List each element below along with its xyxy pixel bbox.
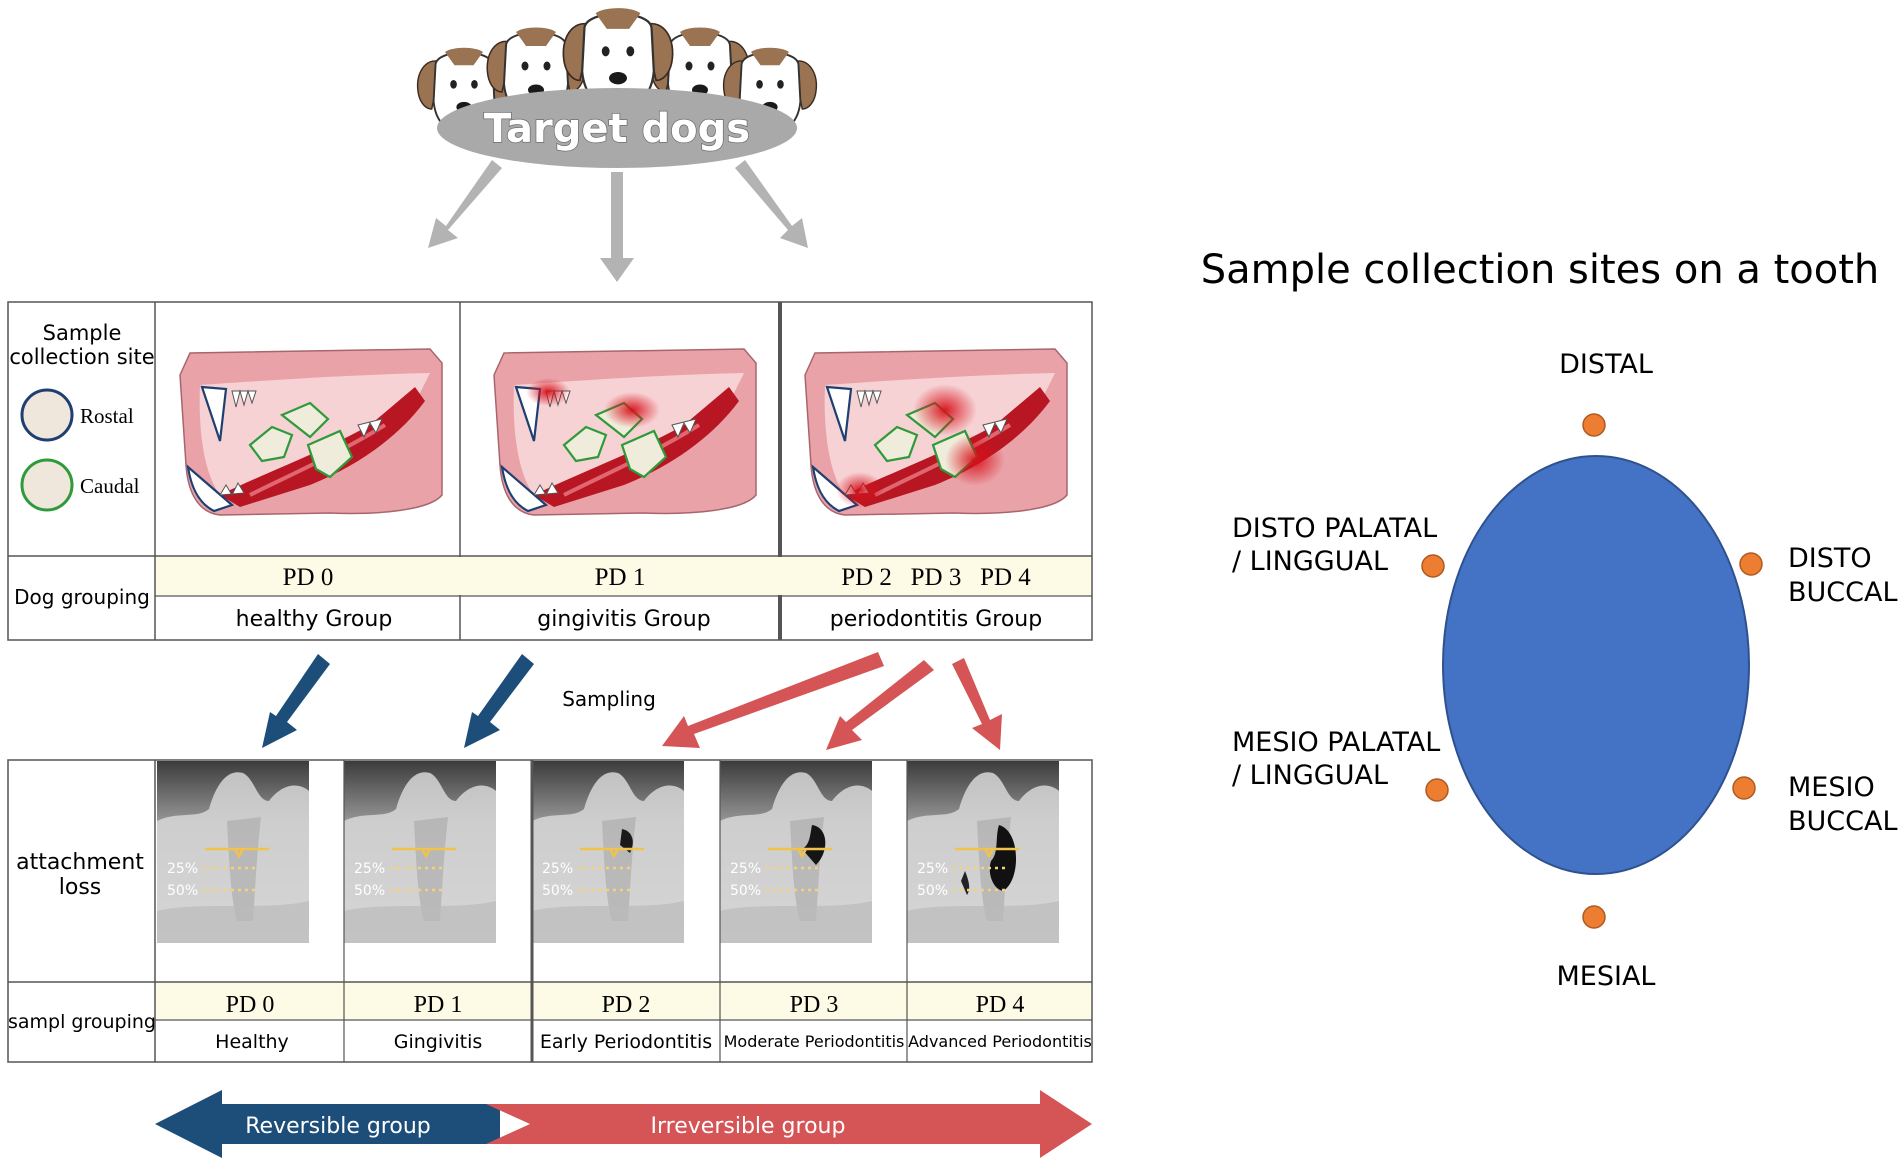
gum-line-marker [205,847,269,859]
irreversible-label: Irreversible group [651,1114,846,1139]
arrow-red-icon [826,660,934,750]
percent-label: 25% [167,861,198,877]
sampling-label: Sampling [562,687,656,711]
percent-label: 25% [542,861,573,877]
site-dot-mesio-buccal [1732,776,1756,800]
pd-label: PD 3 [790,992,839,1018]
target-dogs-cluster: Target dogs [416,7,818,168]
sample-grouping-header: sampl grouping [8,1011,156,1033]
pd-label: PD 4 [976,992,1025,1018]
reversible-label: Reversible group [245,1114,431,1139]
reversible-arrow [155,1090,500,1158]
sample-group-label: Healthy [215,1031,289,1053]
site-label-disto-palatal: DISTO PALATAL / LINGGUAL [1232,513,1446,577]
tooth-diagram: Sample collection sites on a tooth DISTA… [1201,247,1898,992]
site-label-mesio-palatal: MESIO PALATAL / LINGGUAL [1232,727,1449,791]
arrow-down-icon [600,172,634,282]
tooth-oval [1442,455,1750,875]
group-label: periodontitis Group [830,607,1042,632]
reversibility-arrow: Reversible group Irreversible group [155,1090,1092,1158]
percent-label: 25% [730,861,761,877]
target-ellipse [437,88,797,168]
arrow-blue-icon [262,654,330,748]
site-dot-mesio-palatal [1425,778,1449,802]
pd-label: PD 0 [226,992,275,1018]
irreversible-arrow [486,1090,1092,1158]
sampling-arrows: Sampling [262,652,1002,750]
arrow-red-icon [662,652,884,748]
xray-panel [344,761,496,943]
gum-line-marker [580,847,644,859]
percent-label: 50% [542,883,573,899]
pd-label: PD 0 [283,564,334,591]
gum-line-marker [392,847,456,859]
target-dogs-label: Target dogs [484,106,750,152]
xray-panel [157,761,309,943]
pd-label: PD 1 [595,564,646,591]
sample-group-label: Moderate Periodontitis [724,1032,905,1051]
group-label: gingivitis Group [537,607,710,632]
arrow-blue-icon [464,654,534,748]
gum-line-marker [768,847,832,859]
caudal-legend-label: Caudal [80,474,140,498]
site-dot-disto-palatal [1421,554,1445,578]
arrow-left-icon [428,160,502,248]
gum-line-marker [955,847,1019,859]
arrow-red-icon [952,658,1002,750]
site-dot-disto-buccal [1739,552,1763,576]
percent-label: 50% [167,883,198,899]
jaw-illustration-gingivitis [492,347,758,517]
pd-label: PD 2 PD 3 PD 4 [841,564,1031,591]
xray-panel [907,761,1059,943]
site-label-disto-buccal: DISTO BUCCAL [1788,543,1898,608]
xray-panel [532,761,684,943]
group-label: healthy Group [236,607,393,632]
sample-group-label: Gingivitis [394,1031,483,1053]
rostal-legend-circle [20,388,74,442]
percent-label: 50% [354,883,385,899]
pd-label: PD 2 [602,992,651,1018]
percent-label: 50% [730,883,761,899]
tooth-diagram-title: Sample collection sites on a tooth [1201,247,1880,293]
percent-label: 25% [354,861,385,877]
arrow-right-icon [735,160,808,248]
site-label-mesial: MESIAL [1557,961,1656,992]
sample-group-label: Advanced Periodontitis [908,1032,1092,1051]
rostal-legend-label: Rostal [80,404,134,428]
site-dot-mesial [1582,905,1606,929]
sample-group-label: Early Periodontitis [540,1031,712,1053]
jaw-illustration-healthy [178,347,444,517]
jaw-illustration-periodontitis [803,347,1069,517]
percent-label: 25% [917,861,948,877]
percent-label: 50% [917,883,948,899]
site-dot-distal [1582,413,1606,437]
distribution-arrows [428,160,808,282]
pd-label: PD 1 [414,992,463,1018]
xray-panel [720,761,872,943]
dog-grouping-header: Dog grouping [14,585,150,609]
site-label-distal: DISTAL [1559,349,1653,380]
site-label-mesio-buccal: MESIO BUCCAL [1788,772,1898,837]
caudal-legend-circle [20,458,74,512]
